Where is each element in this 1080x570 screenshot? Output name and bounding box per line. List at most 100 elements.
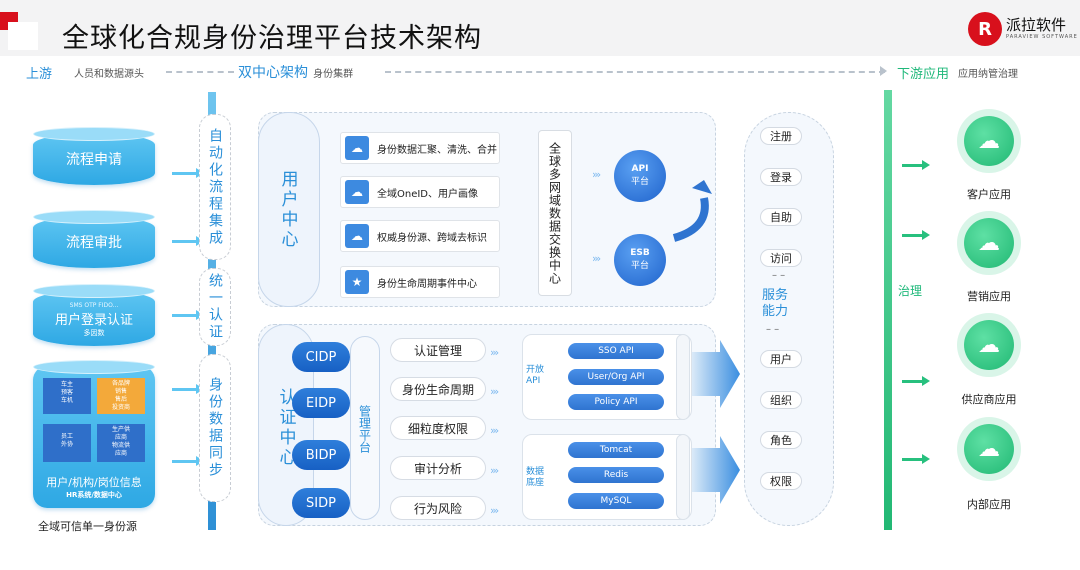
user-center-item: ☁ 权威身份源、跨域去标识: [340, 220, 500, 252]
svc-org: 组织: [760, 391, 802, 409]
app-label: 供应商应用: [961, 393, 1017, 406]
arrow-right-icon: [172, 384, 204, 394]
item-label: 身份生命周期事件中心: [377, 278, 477, 290]
data-exchange-center: 全球多网域数据交换中心: [538, 130, 572, 296]
source-flow-approve: 流程审批: [33, 210, 155, 268]
mgr-item: 审计分析: [390, 456, 486, 480]
mgr-item: 细粒度权限: [390, 416, 486, 440]
api-pill: Policy API: [568, 394, 664, 410]
downstream-label: 下游应用: [897, 67, 950, 82]
user-center-label: 用户中心: [277, 170, 298, 250]
tile-supplier: 生产供 应商 物流供 应商: [97, 424, 145, 462]
tile-customer: 车主 预客 车机: [43, 378, 91, 414]
center-desc: 身份集群: [313, 69, 354, 80]
dash-mark: – –: [772, 270, 786, 281]
arrow-right-green-icon: [902, 376, 930, 386]
api-pill: SSO API: [568, 343, 664, 359]
cloud-icon: ☁: [345, 180, 369, 204]
arrow-right-icon: [172, 168, 204, 178]
item-label: 全域OneID、用户画像: [377, 188, 479, 200]
api-pill: User/Org API: [568, 369, 664, 385]
cycle-arrow-icon: [672, 180, 712, 242]
source-flow-apply: 流程申请: [33, 127, 155, 185]
cloud-icon: ☁: [964, 116, 1014, 166]
svc-selfservice: 自助: [760, 208, 802, 226]
app-label: 内部应用: [967, 498, 1011, 511]
chevrons-icon: ›››: [490, 346, 499, 359]
header-bar: [0, 0, 1080, 56]
dash-mark: – –: [766, 324, 780, 335]
downstream-desc: 应用纳管治理: [958, 69, 1018, 80]
auth-center-label: 认证中心: [275, 388, 296, 468]
governance-pillar: [884, 90, 892, 530]
arrow-right-icon: [172, 456, 204, 466]
side-box-sync: 身份数据同步: [199, 354, 231, 502]
svc-permission: 权限: [760, 472, 802, 490]
esb-platform-circle: ESB 平台: [614, 234, 666, 286]
source-label: 用户登录认证: [54, 313, 133, 328]
idp-badge: CIDP: [292, 342, 350, 372]
panel-cap: [676, 334, 690, 420]
mgr-platform-label: 管理平台: [357, 405, 372, 453]
governance-label: 治理: [898, 284, 923, 298]
side-box-workflow: 自动化流程集成: [199, 114, 231, 260]
cloud-icon: ☁: [964, 218, 1014, 268]
company-subname: PARAVIEW SOFTWARE: [1006, 34, 1078, 40]
open-api-label: 开放API: [526, 365, 545, 386]
arrow-right-icon: [172, 310, 204, 320]
svc-login: 登录: [760, 168, 802, 186]
center-label-group: 双中心架构 身份集群: [238, 62, 353, 82]
upstream-label: 上游: [26, 67, 53, 82]
source-sub: HR系统/数据中心: [66, 491, 122, 499]
api-sublabel: 平台: [630, 177, 649, 187]
chevrons-icon: ›››: [490, 504, 499, 517]
arrow-head-icon: [880, 66, 887, 76]
dashed-connector-2: [385, 71, 885, 73]
source-label: 用户/机构/岗位信息: [46, 476, 142, 489]
arrow-right-icon: [172, 236, 204, 246]
cloud-icon: ☁: [964, 320, 1014, 370]
arrow-right-green-icon: [902, 230, 930, 240]
item-label: 权威身份源、跨域去标识: [377, 232, 487, 244]
chevrons-icon: ›››: [490, 424, 499, 437]
company-name: 派拉软件: [1006, 16, 1067, 34]
idp-badge: SIDP: [292, 488, 350, 518]
cloud-icon: ☁: [964, 424, 1014, 474]
chevrons-icon: ›››: [490, 385, 499, 398]
source-tag: SMS OTP FIDO...: [69, 302, 119, 309]
service-capability-label: 服务能力: [762, 288, 789, 319]
page-title: 全球化合规身份治理平台技术架构: [62, 23, 482, 54]
mgr-item: 认证管理: [390, 338, 486, 362]
cloud-icon: ☁: [345, 224, 369, 248]
app-label: 客户应用: [967, 188, 1011, 201]
tile-employee: 员工 外协: [43, 424, 91, 462]
db-pill: MySQL: [568, 493, 664, 509]
db-pill: Tomcat: [568, 442, 664, 458]
esb-sublabel: 平台: [630, 261, 649, 271]
idp-badge: EIDP: [292, 388, 350, 418]
svc-user: 用户: [760, 350, 802, 368]
arrow-right-green-icon: [902, 454, 930, 464]
esb-label: ESB: [630, 248, 650, 258]
cloud-icon: ☁: [345, 136, 369, 160]
star-icon: ★: [345, 270, 369, 294]
item-label: 身份数据汇聚、清洗、合并: [377, 144, 497, 156]
source-sub: 多因数: [83, 329, 105, 337]
company-logo-icon: R: [968, 12, 1002, 46]
panel-cap: [676, 434, 690, 520]
user-center-item: ☁ 全域OneID、用户画像: [340, 176, 500, 208]
upstream-desc: 人员和数据源头: [74, 69, 144, 80]
app-label: 营销应用: [967, 290, 1011, 303]
brand-corner-mark-inner: [8, 22, 38, 50]
mgr-platform-cylinder: [350, 336, 380, 520]
chevrons-icon: ›››: [490, 464, 499, 477]
source-label: 流程申请: [66, 152, 122, 168]
source-label: 流程审批: [66, 235, 122, 251]
center-label: 双中心架构: [238, 65, 308, 81]
user-center-item: ☁ 身份数据汇聚、清洗、合并: [340, 132, 500, 164]
source-identity-info: 车主 预客 车机 各品牌 销售 售后 投资商 员工 外协 生产供 应商 物流供 …: [33, 360, 155, 508]
database-label: 数据底座: [526, 467, 545, 488]
user-center-item: ★ 身份生命周期事件中心: [340, 266, 500, 298]
svc-role: 角色: [760, 431, 802, 449]
